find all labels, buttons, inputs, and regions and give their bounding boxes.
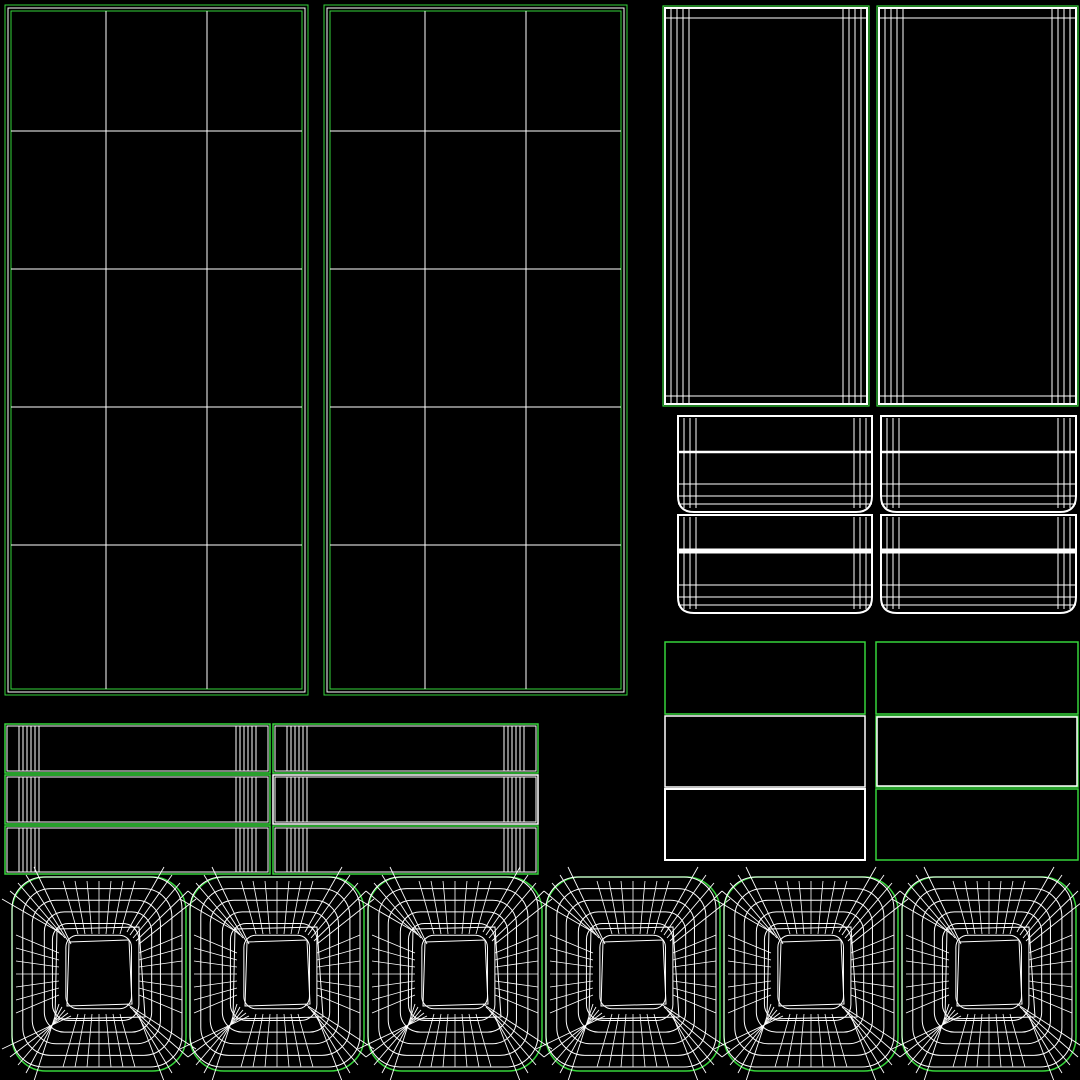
plain-block-6 [875,788,1079,861]
cushion-tile-6 [891,866,1080,1080]
rail-strip-3 [4,774,271,825]
drawer-front-1 [677,415,873,513]
rail-strip-6 [272,825,539,875]
plain-block-3 [664,715,866,788]
rail-strip-4 [272,774,539,825]
plain-block-4 [875,715,1079,788]
door-panel-1 [662,5,870,407]
cushion-tile-3 [357,866,553,1080]
cushion-tile-2 [179,866,375,1080]
plain-block-5 [664,788,866,861]
drawer-front-2 [880,415,1077,513]
plain-block-2 [875,641,1079,715]
plain-block-1 [664,641,866,715]
rail-strip-5 [4,825,271,875]
drawer-front-4 [880,514,1077,614]
door-panel-2 [876,5,1079,407]
rail-strip-1 [4,723,271,774]
cushion-tile-1 [1,866,197,1080]
cushion-tile-4 [535,866,731,1080]
drawer-front-3 [677,514,873,614]
tall-panel-2 [323,4,628,696]
tall-panel-1 [4,4,309,696]
cushion-tile-5 [713,866,909,1080]
rail-strip-2 [272,723,539,774]
